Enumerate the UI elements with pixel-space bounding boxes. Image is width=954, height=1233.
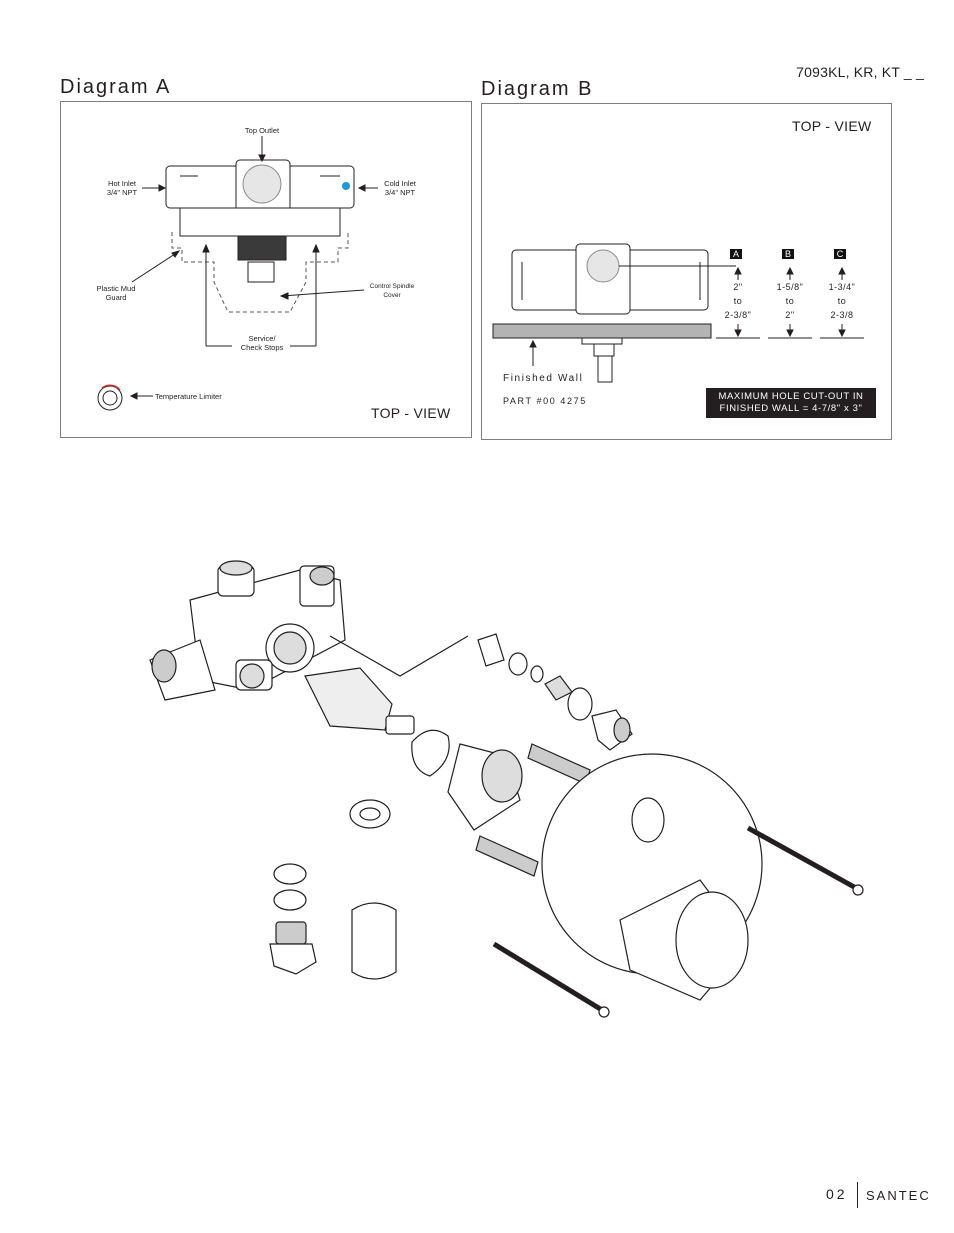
measure-c-text: 1-3/4" to 2-3/8 [820, 280, 864, 322]
part-number: PART #00 4275 [503, 396, 587, 406]
temp-limiter-label: Temperature Limiter [155, 392, 222, 401]
model-number: 7093KL, KR, KT _ _ [796, 64, 924, 80]
diagram-b-title: Diagram B [481, 78, 594, 100]
trim-plate [541, 753, 763, 1001]
spindle-insert [544, 675, 573, 701]
measure-a-tag: A [730, 249, 742, 259]
measure-b-text: 1-5/8" to 2" [768, 280, 812, 322]
measure-b-from: 1-5/8" [776, 282, 804, 292]
cold-inlet-dot [342, 182, 350, 190]
measure-c-tag: C [834, 249, 846, 259]
max-cutout-warning: MAXIMUM HOLE CUT-OUT IN FINISHED WALL = … [706, 388, 876, 418]
diagram-a-title: Diagram A [60, 76, 172, 98]
service-stops-label: Service/ Check Stops [232, 334, 292, 352]
measure-a-to: 2-3/8" [724, 310, 752, 320]
diagram-a-view-label: TOP - VIEW [371, 405, 451, 421]
measure-c-from: 1-3/4" [828, 282, 856, 292]
hot-inlet-label: Hot Inlet 3/4" NPT [94, 179, 150, 197]
measure-a-to-word: to [733, 296, 743, 306]
cold-inlet-label: Cold Inlet 3/4" NPT [372, 179, 428, 197]
spindle-cover-line2: Cover [383, 292, 401, 299]
footer-divider [857, 1182, 858, 1208]
check-stop [477, 633, 505, 667]
measure-c-to-word: to [837, 296, 847, 306]
service-stops-line2: Check Stops [240, 343, 284, 352]
valve-body [149, 560, 346, 701]
fitting [269, 921, 317, 975]
page-number: 02 [826, 1186, 848, 1202]
mud-guard-line1: Plastic Mud [96, 284, 136, 293]
cartridge [304, 667, 415, 735]
hex-nut [591, 709, 633, 751]
top-outlet-label: Top Outlet [244, 126, 280, 135]
finished-wall-label: Finished Wall [503, 373, 584, 384]
hot-inlet-line2: 3/4" NPT [106, 188, 138, 197]
cold-inlet-line2: 3/4" NPT [384, 188, 416, 197]
measure-b-to: 2" [785, 310, 795, 320]
measure-a-text: 2" to 2-3/8" [716, 280, 760, 322]
measure-b-to-word: to [785, 296, 795, 306]
threaded-sleeve [447, 743, 523, 831]
spindle-cover-label: Control Spindle Cover [360, 282, 424, 300]
warning-line2: FINISHED WALL = 4-7/8" x 3" [719, 403, 863, 414]
mud-guard-label: Plastic Mud Guard [88, 284, 144, 302]
hot-inlet-line1: Hot Inlet [108, 179, 136, 188]
diagram-b-view-label: TOP - VIEW [792, 118, 872, 134]
measure-b-tag: B [782, 249, 794, 259]
measure-a-from: 2" [733, 282, 743, 292]
service-stops-line1: Service/ [248, 334, 276, 343]
measure-c-to: 2-3/8 [830, 310, 854, 320]
cold-inlet-line1: Cold Inlet [384, 179, 416, 188]
brand-name: SANTEC [866, 1188, 931, 1203]
warning-line1: MAXIMUM HOLE CUT-OUT IN [718, 391, 864, 402]
mud-guard-line2: Guard [105, 293, 127, 302]
spindle-cover-line1: Control Spindle [369, 283, 415, 290]
